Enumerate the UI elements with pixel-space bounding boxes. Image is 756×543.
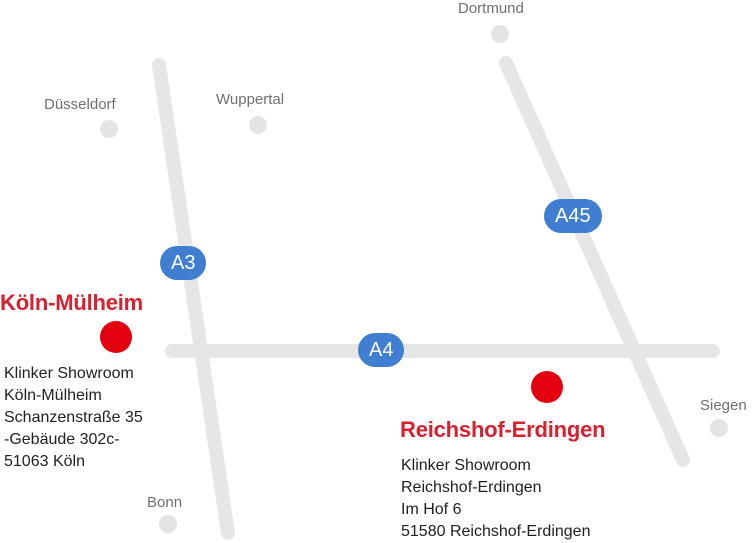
city-label-duesseldorf: Düsseldorf: [44, 96, 116, 113]
address-line: Reichshof-Erdingen: [401, 479, 542, 496]
address-line: 51580 Reichshof-Erdingen: [401, 523, 591, 540]
location-address-koeln: Klinker Showroom Köln-Mülheim Schanzenst…: [4, 363, 143, 473]
address-line: -Gebäude 302c-: [4, 431, 120, 448]
city-dot-siegen: [710, 419, 728, 437]
highway-shield-a3: A3: [160, 246, 207, 280]
road-a45: [499, 56, 690, 467]
location-address-reichshof: Klinker Showroom Reichshof-Erdingen Im H…: [401, 455, 590, 543]
city-dot-bonn: [159, 515, 177, 533]
highway-shield-a45: A45: [544, 199, 602, 233]
location-marker-koeln[interactable]: [100, 321, 132, 353]
city-dot-duesseldorf: [100, 120, 118, 138]
city-dot-wuppertal: [249, 116, 267, 134]
road-a3: [152, 58, 235, 540]
address-line: Köln-Mülheim: [4, 387, 102, 404]
city-label-wuppertal: Wuppertal: [216, 91, 285, 108]
city-label-bonn: Bonn: [147, 494, 183, 511]
location-marker-reichshof[interactable]: [531, 371, 563, 403]
address-line: Klinker Showroom: [4, 365, 134, 382]
address-line: Im Hof 6: [401, 501, 462, 518]
address-line: Schanzenstraße 35: [4, 409, 143, 426]
address-line: Klinker Showroom: [401, 457, 531, 474]
city-label-siegen: Siegen: [700, 397, 747, 414]
highway-shield-a4: A4: [358, 333, 405, 367]
location-title-reichshof[interactable]: Reichshof-Erdingen: [400, 417, 606, 442]
location-title-koeln[interactable]: Köln-Mülheim: [0, 290, 144, 315]
address-line: 51063 Köln: [4, 453, 85, 470]
city-dot-dortmund: [491, 25, 509, 43]
city-label-dortmund: Dortmund: [458, 0, 524, 17]
